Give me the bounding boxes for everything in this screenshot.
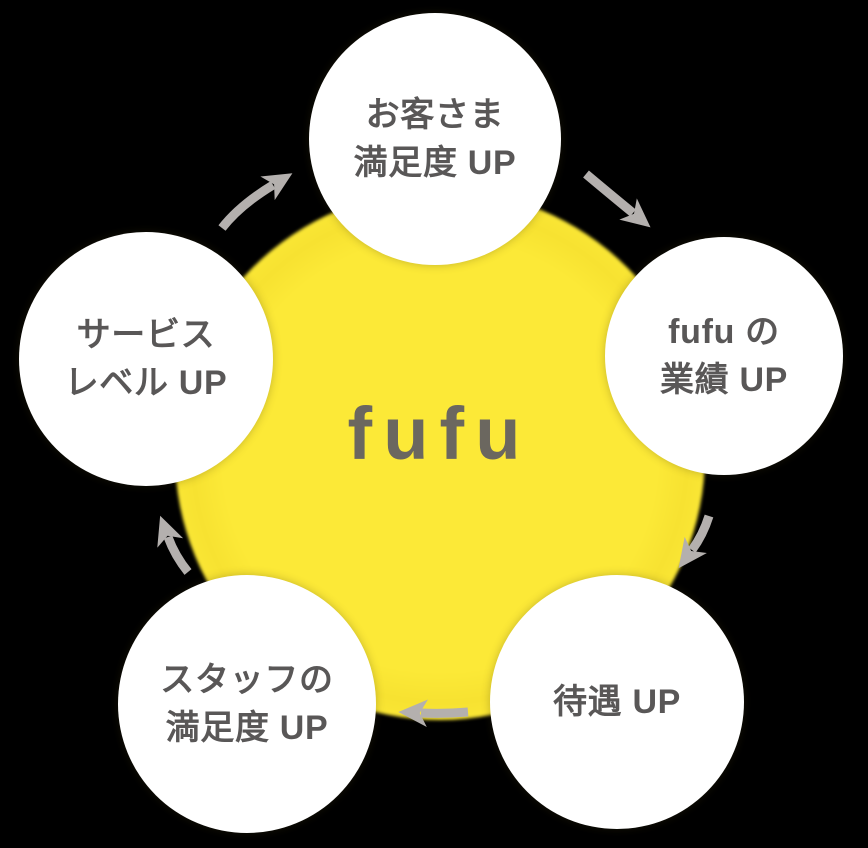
node-label-line: 満足度 UP: [165, 709, 329, 747]
arrow-service-to-customer-icon: [218, 173, 293, 231]
arrow-staff-to-service-icon: [157, 515, 192, 575]
node-customer-satisfaction: お客さま 満足度 UP: [309, 13, 561, 265]
node-fufu-performance: fufu の 業績 UP: [605, 237, 843, 475]
node-label-line: fufu の: [668, 313, 780, 351]
node-label-line: お客さま: [365, 96, 505, 134]
node-label-line: サービス: [76, 316, 216, 354]
node-label-line: 満足度 UP: [353, 144, 517, 182]
node-compensation: 待遇 UP: [490, 575, 744, 829]
node-service-level: サービス レベル UP: [19, 232, 273, 486]
node-label-line: レベル UP: [64, 364, 228, 402]
node-label-line: スタッフの: [160, 661, 334, 699]
arrow-customer-to-performance-icon: [583, 170, 651, 228]
node-label-line: 業績 UP: [659, 361, 789, 399]
node-label-line: 待遇 UP: [552, 683, 682, 721]
node-staff-satisfaction: スタッフの 満足度 UP: [118, 575, 376, 833]
fufu-logo: fufu: [347, 391, 532, 475]
